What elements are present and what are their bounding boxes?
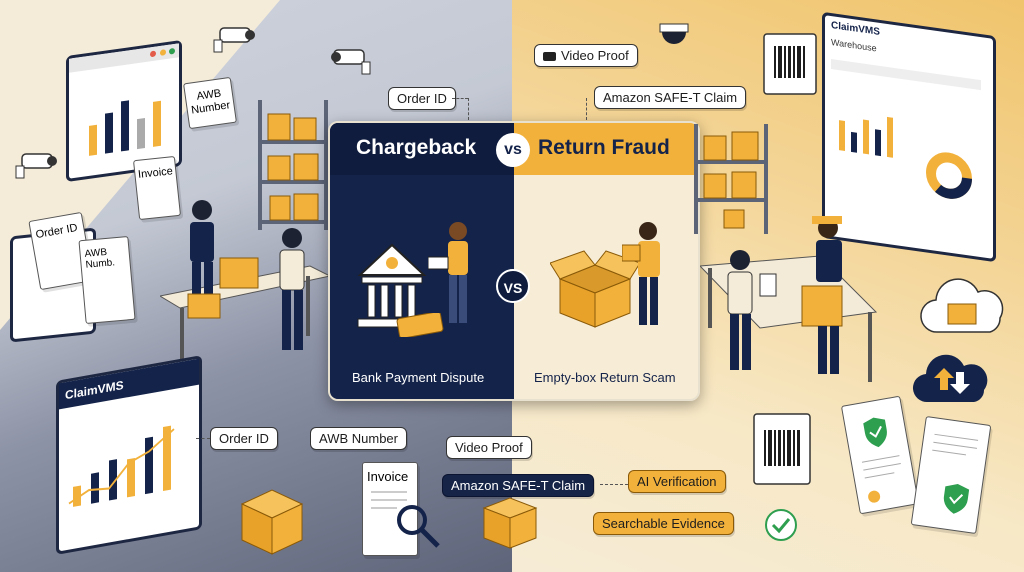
- comparison-panel: Chargeback Return Fraud vs Bank Payment …: [328, 121, 700, 401]
- magnifier-icon: [392, 500, 442, 555]
- video-proof-tag-top: Video Proof: [534, 44, 638, 67]
- chargeback-header: [330, 123, 514, 175]
- verified-document: [840, 395, 920, 515]
- packing-workers-scene: [158, 196, 332, 371]
- verified-document: [910, 415, 992, 535]
- safet-claim-tag-top: Amazon SAFE-T Claim: [594, 86, 747, 109]
- empty-box-icon: [549, 249, 641, 334]
- cardboard-box-icon: [236, 484, 308, 563]
- credit-card-icon: [396, 311, 444, 342]
- bank-building-icon: [354, 239, 428, 340]
- connector-line: [600, 484, 628, 485]
- chargeback-title: Chargeback: [356, 136, 477, 159]
- left-caption: Bank Payment Dispute: [352, 370, 485, 385]
- cloud-folder-icon: [918, 272, 1008, 347]
- warehouse-dashboard: ClaimVMS Warehouse: [822, 11, 996, 263]
- ai-verification-tag: AI Verification: [628, 470, 726, 493]
- return-fraud-header: [514, 123, 698, 175]
- return-fraud-title: Return Fraud: [538, 136, 670, 159]
- analytics-dashboard: [66, 39, 182, 183]
- cctv-camera-icon: [210, 22, 258, 59]
- connector-line: [196, 438, 210, 439]
- connector-line: [586, 98, 587, 120]
- cloud-sync-icon: [910, 346, 990, 415]
- vs-badge-center: VS: [496, 269, 530, 303]
- right-caption: Empty-box Return Scam: [534, 370, 676, 385]
- cctv-camera-icon: [326, 44, 374, 81]
- person-with-card: [427, 219, 488, 334]
- connector-line: [468, 98, 469, 120]
- awb-number-tag: AWB Number: [310, 427, 407, 450]
- cctv-camera-icon: [12, 148, 60, 185]
- inspection-workers-scene: [698, 212, 880, 392]
- dome-camera-icon: [656, 22, 692, 57]
- warehouse-shelf: [258, 100, 328, 230]
- order-id-tag: Order ID: [210, 427, 278, 450]
- vs-badge-top: vs: [496, 133, 530, 167]
- video-camera-icon: [543, 52, 556, 61]
- safet-claim-tag-bottom: Amazon SAFE-T Claim: [442, 474, 595, 497]
- cardboard-box-icon: [480, 494, 540, 555]
- awb-number-note: AWB Number: [183, 76, 237, 130]
- worker-with-box: [621, 221, 672, 336]
- video-proof-tag-bottom: Video Proof: [446, 436, 532, 459]
- warehouse-shelf-right: [694, 124, 768, 234]
- awb-document: AWB Numb.: [78, 235, 136, 325]
- connector-line: [452, 98, 468, 99]
- checkmark-icon: [764, 508, 798, 547]
- claimvms-dashboard: ClaimVMS: [56, 355, 202, 555]
- searchable-evidence-tag: Searchable Evidence: [593, 512, 734, 535]
- order-id-tag-top: Order ID: [388, 87, 456, 110]
- barcode-label-icon: [762, 32, 818, 101]
- barcode-label-icon: [752, 412, 812, 491]
